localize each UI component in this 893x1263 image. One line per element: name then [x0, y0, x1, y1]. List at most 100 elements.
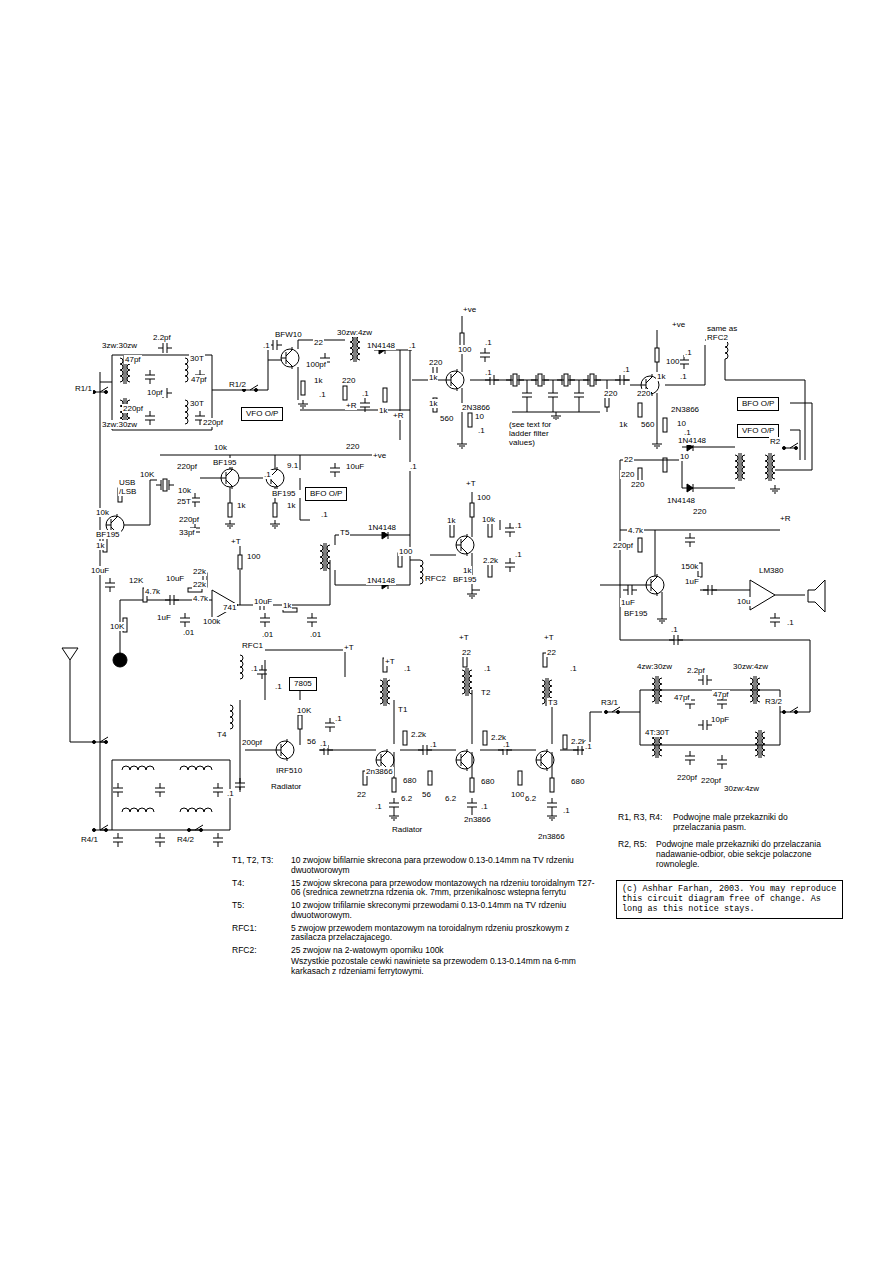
component-label: .1: [409, 462, 418, 471]
schematic-use: [180, 766, 212, 770]
schematic-use: [158, 343, 172, 353]
component-label: 220: [341, 376, 356, 385]
component-label: BF195: [212, 458, 238, 467]
component-label: 2n3866: [463, 815, 492, 824]
component-label: BF195: [95, 530, 121, 539]
component-label: +R: [392, 411, 404, 420]
component-label: .1: [622, 365, 631, 374]
component-label: .1: [483, 664, 492, 673]
schematic-use: [483, 731, 487, 745]
note-text: RFC2:: [231, 946, 258, 956]
schematic-use: [547, 812, 557, 820]
schematic-use: [685, 533, 695, 547]
component-label: 680: [402, 776, 417, 785]
schematic-use: [307, 613, 317, 627]
component-label: 30zw:4zw: [732, 662, 769, 671]
component-label: .1: [226, 789, 235, 798]
component-label: 10k: [177, 486, 192, 495]
component-label: R1/2: [228, 380, 247, 389]
component-label: 2N3866: [461, 403, 491, 412]
note-text: 5 zwojow przewodem montazowym na toroida…: [290, 924, 597, 944]
schematic-use: [470, 778, 474, 792]
component-label: 220pf: [176, 462, 198, 471]
schematic-use: [350, 334, 360, 362]
component-label: .1: [584, 742, 593, 751]
component-label: .1: [262, 341, 271, 350]
component-label: 22: [623, 455, 634, 464]
schematic-use: [652, 440, 662, 448]
component-label: 220: [692, 507, 707, 516]
component-label: 220pf: [676, 773, 698, 782]
component-label: 3zw:30zw: [101, 420, 138, 429]
schematic-use: [383, 388, 387, 402]
box-text: BFO O/P: [742, 399, 774, 409]
schematic-use: [93, 387, 109, 394]
component-label: 47pf: [712, 690, 730, 699]
schematic-use: [480, 348, 490, 362]
component-label: 220pf: [178, 515, 200, 524]
component-label: .1: [334, 714, 343, 723]
component-label: 47pf: [673, 693, 691, 702]
component-label: R4/2: [176, 835, 195, 844]
schematic-use: [717, 755, 727, 769]
component-label: 10K: [296, 706, 312, 715]
component-label: 4zw:30zw: [636, 662, 673, 671]
component-label: .1: [250, 664, 259, 673]
schematic-path: [620, 640, 810, 712]
schematic-use: [392, 778, 396, 792]
component-label: .1: [670, 625, 679, 634]
note-text: T5:: [231, 901, 245, 911]
component-label: 10uF: [90, 566, 110, 575]
component-label: LM380: [758, 566, 784, 575]
component-label: 10pf: [146, 388, 164, 397]
component-label: +T: [458, 633, 470, 642]
component-label: same as RFC2: [706, 324, 748, 342]
schematic-path: [725, 359, 805, 460]
schematic-use: [646, 574, 664, 596]
schematic-use: [122, 808, 154, 812]
component-label: .1: [562, 806, 571, 815]
component-label: 10uF: [253, 597, 273, 606]
schematic-use: [428, 771, 432, 785]
schematic-use: [467, 590, 477, 598]
schematic-use: [122, 766, 154, 770]
component-label: 10pF: [710, 715, 730, 724]
schematic-use: [557, 374, 575, 386]
schematic-use: [770, 485, 780, 493]
component-label: BF195: [623, 609, 649, 618]
schematic-use: [446, 369, 464, 391]
component-label: 220pf: [700, 776, 722, 785]
schematic-path: [412, 316, 505, 440]
component-label: +ve: [462, 305, 477, 314]
component-label: .1: [480, 802, 489, 811]
component-label: 220: [603, 389, 618, 398]
schematic-use: [221, 467, 239, 489]
component-label: 1k: [236, 501, 246, 510]
component-label: 1k: [428, 373, 438, 382]
component-label: 560: [640, 420, 655, 429]
schematic-use: [522, 388, 532, 402]
component-label: IRF510: [275, 766, 303, 775]
component-label: +T: [465, 479, 477, 488]
component-label: 1uF: [156, 613, 172, 622]
component-label: T1: [397, 705, 408, 714]
schematic-use: [273, 503, 277, 517]
schematic-path: [124, 480, 310, 525]
component-label: .1: [274, 682, 283, 691]
schematic-use: [301, 381, 305, 395]
schematic-use: [213, 783, 223, 797]
schematic-use: [403, 731, 407, 745]
schematic-use: [750, 676, 760, 704]
schematic-use: [240, 655, 243, 679]
component-label: 1N4148: [367, 523, 397, 532]
component-label: 10: [474, 412, 485, 421]
component-label: 220: [636, 389, 651, 398]
component-label: .1: [514, 521, 523, 530]
component-label: 1k: [282, 601, 292, 610]
schematic-use: [770, 613, 780, 627]
schematic-use: [488, 523, 492, 537]
component-label: .1: [320, 510, 329, 519]
component-label: .01: [309, 630, 322, 639]
schematic-use: [238, 555, 242, 569]
